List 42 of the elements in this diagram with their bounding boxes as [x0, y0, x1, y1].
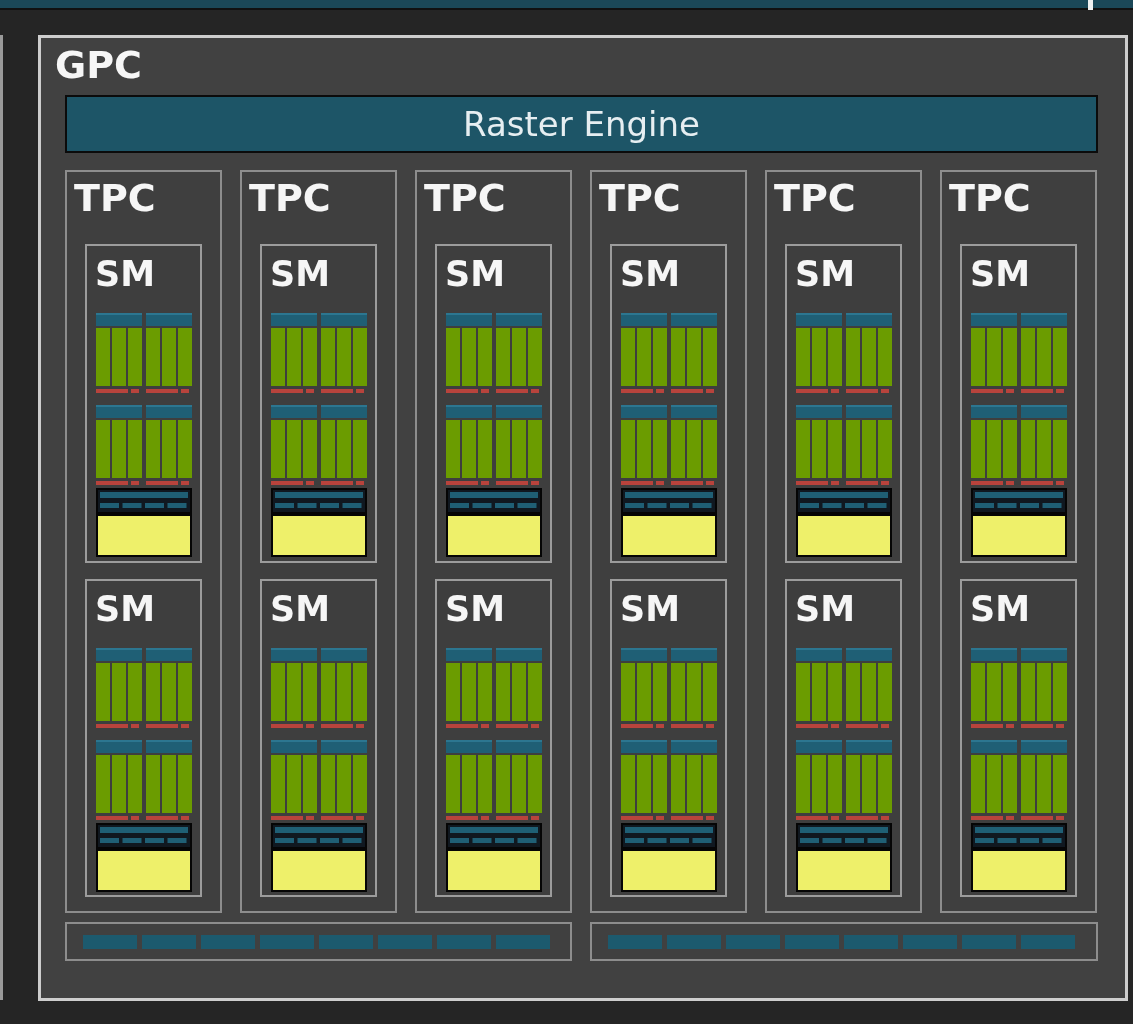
sm-title: SM — [95, 592, 156, 627]
sm-box — [610, 244, 727, 563]
tpc-title: TPC — [949, 179, 1031, 217]
engine-label: Raster Engine — [462, 107, 701, 141]
segmented-bar — [65, 922, 572, 961]
tpc-box — [65, 170, 222, 913]
panel-title: GPC — [55, 46, 142, 84]
sm-box — [435, 579, 552, 897]
sm-title: SM — [795, 592, 856, 627]
sm-title: SM — [445, 257, 506, 292]
sm-title: SM — [970, 257, 1031, 292]
sm-title: SM — [795, 257, 856, 292]
tpc-box — [765, 170, 922, 913]
sm-box — [960, 579, 1077, 897]
tpc-box — [590, 170, 747, 913]
sm-box — [960, 244, 1077, 563]
tpc-title: TPC — [599, 179, 681, 217]
tpc-title: TPC — [774, 179, 856, 217]
sm-box — [260, 579, 377, 897]
tpc-box — [240, 170, 397, 913]
sm-box — [85, 244, 202, 563]
sm-title: SM — [445, 592, 506, 627]
tpc-title: TPC — [249, 179, 331, 217]
sm-box — [85, 579, 202, 897]
sm-title: SM — [270, 257, 331, 292]
sm-box — [435, 244, 552, 563]
sm-title: SM — [620, 592, 681, 627]
tpc-box — [415, 170, 572, 913]
sm-box — [785, 244, 902, 563]
sm-title: SM — [620, 257, 681, 292]
raster-engine-bar — [65, 95, 1098, 153]
sm-title: SM — [970, 592, 1031, 627]
tpc-title: TPC — [424, 179, 506, 217]
gpc-panel — [38, 35, 1128, 1001]
sm-box — [785, 579, 902, 897]
segmented-bar — [590, 922, 1098, 961]
sm-box — [260, 244, 377, 563]
sm-box — [610, 579, 727, 897]
tpc-title: TPC — [74, 179, 156, 217]
sm-title: SM — [95, 257, 156, 292]
sm-title: SM — [270, 592, 331, 627]
tpc-box — [940, 170, 1097, 913]
